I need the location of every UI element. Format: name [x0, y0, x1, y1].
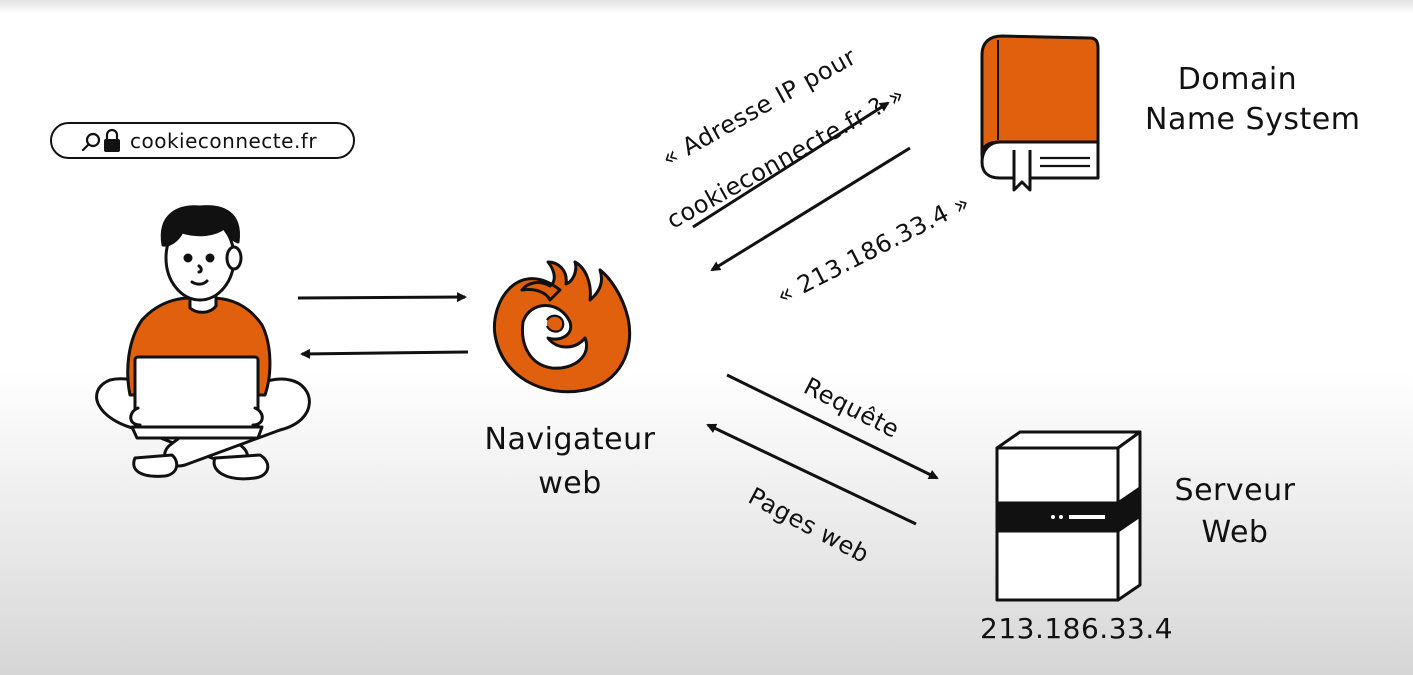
- server-icon: [995, 430, 1142, 602]
- dns-label-line1: Domain: [1177, 62, 1298, 97]
- browser-label-line2: web: [538, 466, 602, 501]
- dns-label: Domain Name System: [1145, 60, 1361, 140]
- dns-response-arrow: [710, 146, 911, 272]
- address-bar-url: cookieconnecte.fr: [130, 129, 318, 153]
- firefox-icon: [492, 260, 632, 394]
- server-ip-label: 213.186.33.4: [980, 612, 1174, 645]
- address-bar[interactable]: [50, 122, 355, 159]
- server-label-line1: Serveur: [1174, 473, 1296, 508]
- user-illustration: [95, 205, 311, 481]
- top-shadow: [0, 0, 1413, 14]
- user-to-browser-arrow: [297, 292, 467, 303]
- pages-arrow: [706, 423, 917, 526]
- dns-label-line2: Name System: [1145, 102, 1361, 137]
- lock-icon: [104, 128, 120, 152]
- server-label-line2: Web: [1201, 515, 1269, 550]
- request-arrow: [726, 373, 939, 480]
- dns-book-icon: [980, 34, 1100, 192]
- browser-to-user-arrow: [300, 348, 469, 359]
- browser-label-line1: Navigateur: [484, 422, 656, 457]
- search-icon: [81, 132, 101, 152]
- dns-query-arrow: [692, 101, 890, 229]
- browser-label: Navigateur web: [480, 418, 660, 506]
- server-label: Serveur Web: [1170, 470, 1300, 554]
